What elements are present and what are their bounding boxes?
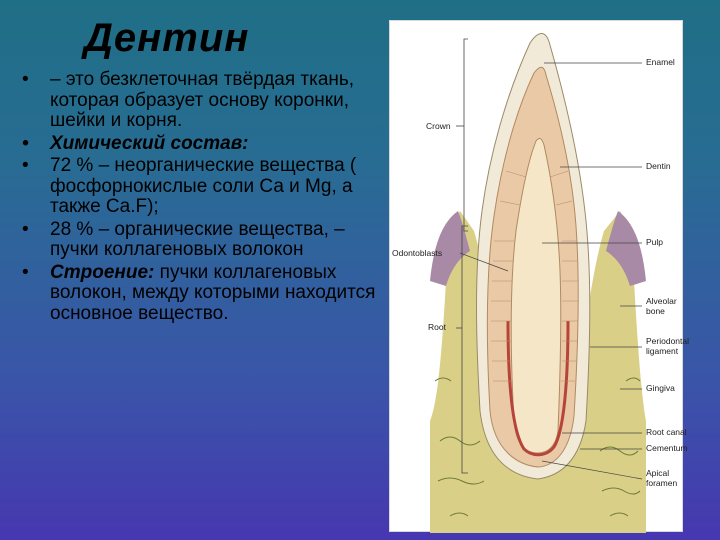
- bullet-inorganic: • 72 % – неорганические вещества ( фосфо…: [0, 155, 392, 218]
- bullet-organic: • 28 % – органические вещества, – пучки …: [0, 218, 392, 261]
- label-periodontal-ligament: Periodontal ligament: [646, 336, 690, 356]
- label-dentin: Dentin: [646, 161, 671, 171]
- pulp-shape: [510, 137, 562, 454]
- bullet-marker: •: [22, 218, 29, 240]
- label-alveolar-line-2: bone: [646, 305, 665, 316]
- bullet-text: 72 % – неорганические вещества ( фосфорн…: [50, 155, 357, 217]
- slide-title: Дентин: [84, 16, 250, 60]
- label-periodontal-line-1: Periodontal: [646, 336, 690, 346]
- label-cementum: Cementum: [646, 443, 688, 453]
- root-canal-line: [506, 320, 570, 457]
- label-periodontal-line-2: ligament: [646, 345, 679, 356]
- label-odontoblasts: Odontoblasts: [392, 248, 443, 258]
- bullet-marker: •: [22, 155, 29, 176]
- tooth-diagram: Enamel Crown Dentin Pulp Odontoblasts Al…: [389, 20, 689, 533]
- leader-lines: [459, 62, 643, 480]
- bullet-text: 28 % – органические вещества, – пучки ко…: [50, 218, 345, 260]
- bullet-marker: •: [22, 261, 29, 283]
- bullet-definition: • – это безклеточная твёрдая ткань, кото…: [0, 69, 392, 132]
- bullet-text: – это безклеточная твёрдая ткань, котора…: [50, 69, 355, 131]
- label-crown: Crown: [426, 121, 451, 131]
- bullet-marker: •: [22, 132, 29, 154]
- bullet-structure: • Строение: пучки коллагеновых волокон, …: [0, 261, 392, 325]
- label-apical-line-1: Apical: [646, 468, 670, 478]
- label-root-canal: Root canal: [646, 427, 687, 437]
- dentin-tubules: [491, 170, 578, 382]
- gingiva-shape: [430, 211, 646, 286]
- bracket-lines: [456, 38, 468, 474]
- bone-texture: [434, 377, 641, 517]
- tooth-illustration: [430, 33, 646, 533]
- bullet-list: • – это безклеточная твёрдая ткань, кото…: [0, 69, 392, 326]
- bullet-text: Химический состав:: [50, 132, 249, 154]
- label-gingiva: Gingiva: [646, 383, 675, 393]
- bullet-lead: Строение:: [50, 261, 155, 283]
- label-apical-line-2: foramen: [646, 477, 678, 488]
- label-alveolar-bone: Alveolar bone: [646, 296, 677, 316]
- bullet-marker: •: [22, 69, 29, 90]
- label-pulp: Pulp: [646, 237, 664, 247]
- label-apical-foramen: Apical foramen: [646, 468, 678, 488]
- bullet-chemical-composition: • Химический состав:: [0, 132, 392, 155]
- label-alveolar-line-1: Alveolar: [646, 296, 677, 306]
- label-enamel: Enamel: [646, 57, 675, 67]
- bullet-text: пучки коллагеновых волокон, между которы…: [50, 261, 376, 324]
- label-root: Root: [428, 322, 446, 332]
